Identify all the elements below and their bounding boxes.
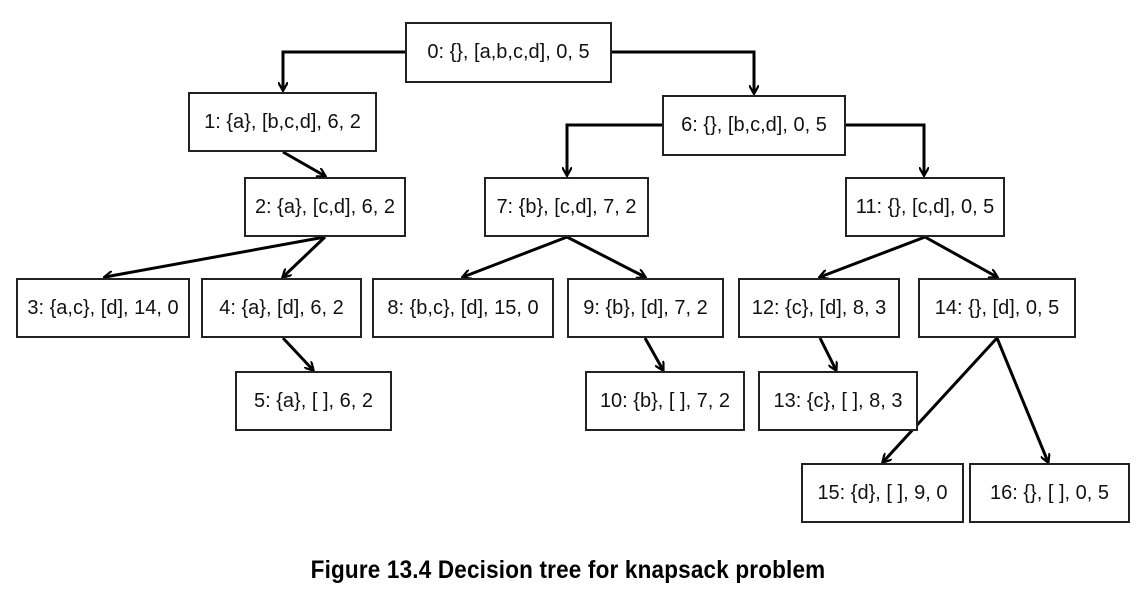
edge-12-to-13 xyxy=(818,337,836,370)
tree-node-4: 4: {a}, [d], 6, 2 xyxy=(201,278,362,338)
edge-9-to-10 xyxy=(643,337,663,370)
edge-4-to-5 xyxy=(281,336,313,370)
edge-14-to-16 xyxy=(995,337,1048,462)
tree-node-0: 0: {}, [a,b,c,d], 0, 5 xyxy=(405,22,612,83)
tree-node-3: 3: {a,c}, [d], 14, 0 xyxy=(16,278,190,338)
tree-node-16: 16: {}, [ ], 0, 5 xyxy=(969,463,1130,523)
tree-node-10: 10: {b}, [ ], 7, 2 xyxy=(585,371,745,431)
edge-6-to-7 xyxy=(567,123,662,175)
edge-2-to-3 xyxy=(105,235,326,277)
tree-node-1: 1: {a}, [b,c,d], 6, 2 xyxy=(188,92,377,152)
tree-node-9: 9: {b}, [d], 7, 2 xyxy=(567,278,724,338)
tree-node-2: 2: {a}, [c,d], 6, 2 xyxy=(244,177,406,237)
tree-node-8: 8: {b,c}, [d], 15, 0 xyxy=(372,278,554,338)
tree-node-5: 5: {a}, [ ], 6, 2 xyxy=(235,371,392,431)
edge-7-to-8 xyxy=(463,235,568,277)
tree-node-15: 15: {d}, [ ], 9, 0 xyxy=(801,463,964,523)
tree-node-14: 14: {}, [d], 0, 5 xyxy=(918,278,1076,338)
figure-caption: Figure 13.4 Decision tree for knapsack p… xyxy=(310,556,826,584)
edge-7-to-9 xyxy=(566,235,645,277)
edge-14-to-15 xyxy=(883,336,999,462)
edge-11-to-12 xyxy=(820,235,926,277)
tree-node-7: 7: {b}, [c,d], 7, 2 xyxy=(484,177,649,237)
tree-node-12: 12: {c}, [d], 8, 3 xyxy=(738,278,900,338)
edge-0-to-1 xyxy=(283,50,405,90)
edge-0-to-6 xyxy=(612,50,754,93)
edge-1-to-2 xyxy=(282,150,325,176)
edge-6-to-11 xyxy=(846,123,924,175)
edge-11-to-14 xyxy=(924,235,997,277)
tree-node-11: 11: {}, [c,d], 0, 5 xyxy=(845,177,1005,237)
edge-2-to-4 xyxy=(283,235,327,277)
tree-node-6: 6: {}, [b,c,d], 0, 5 xyxy=(662,95,846,156)
tree-node-13: 13: {c}, [ ], 8, 3 xyxy=(758,371,918,431)
